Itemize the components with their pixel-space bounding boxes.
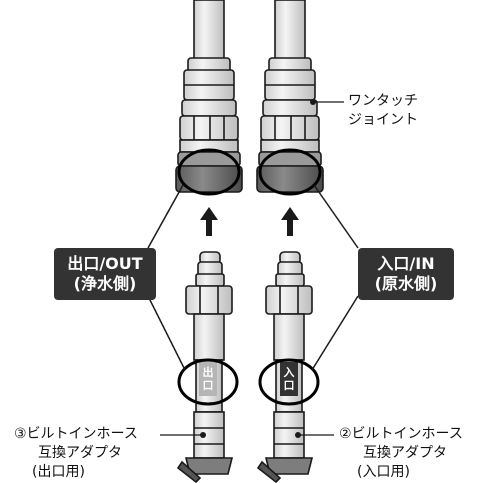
callout-leaders xyxy=(160,99,344,438)
left-connector-lines xyxy=(147,184,186,371)
right-adapter xyxy=(256,251,320,483)
adapter-inlet-callout: ②ビルトインホース 互換アダプタ (入口用) xyxy=(339,425,463,482)
outlet-tag-char2: 口 xyxy=(202,379,214,392)
outlet-tag-bg xyxy=(199,362,217,396)
outlet-badge-line1: 出口/OUT xyxy=(67,254,143,273)
inlet-fitting-tag: 入 口 xyxy=(281,366,297,392)
adapter-inlet-line2: 互換アダプタ xyxy=(363,445,447,461)
inlet-badge-line1: 入口/IN xyxy=(377,254,435,273)
outlet-badge-line2: (浄水側) xyxy=(73,274,137,293)
left-adapter xyxy=(176,251,239,483)
joint-callout: ワンタッチ ジョイント xyxy=(348,92,418,130)
left-joint xyxy=(175,0,243,196)
inlet-tag-bg xyxy=(280,362,298,396)
joint-callout-line2: ジョイント xyxy=(348,112,418,128)
right-insert-arrow xyxy=(281,207,299,236)
adapter-outlet-line1: ③ビルトインホース xyxy=(14,426,138,442)
adapter-outlet-callout: ③ビルトインホース 互換アダプタ (出口用) xyxy=(14,425,138,482)
outlet-badge: 出口/OUT (浄水側) xyxy=(54,248,156,300)
inlet-tag-char2: 口 xyxy=(283,379,295,392)
joint-callout-line1: ワンタッチ xyxy=(348,93,418,109)
inlet-badge-line2: (原水側) xyxy=(374,274,438,293)
adapter-outlet-line3: (出口用) xyxy=(32,464,85,480)
adapter-inlet-line1: ②ビルトインホース xyxy=(339,426,463,442)
outlet-fitting-tag: 出 口 xyxy=(200,366,216,392)
adapter-inlet-line3: (入口用) xyxy=(357,464,410,480)
adapter-outlet-line2: 互換アダプタ xyxy=(38,445,122,461)
inlet-badge: 入口/IN (原水側) xyxy=(358,248,454,300)
outlet-tag-char1: 出 xyxy=(202,366,214,379)
right-joint xyxy=(256,0,324,196)
right-connector-lines xyxy=(311,184,359,371)
inlet-tag-char1: 入 xyxy=(283,366,295,379)
left-insert-arrow xyxy=(200,207,218,236)
